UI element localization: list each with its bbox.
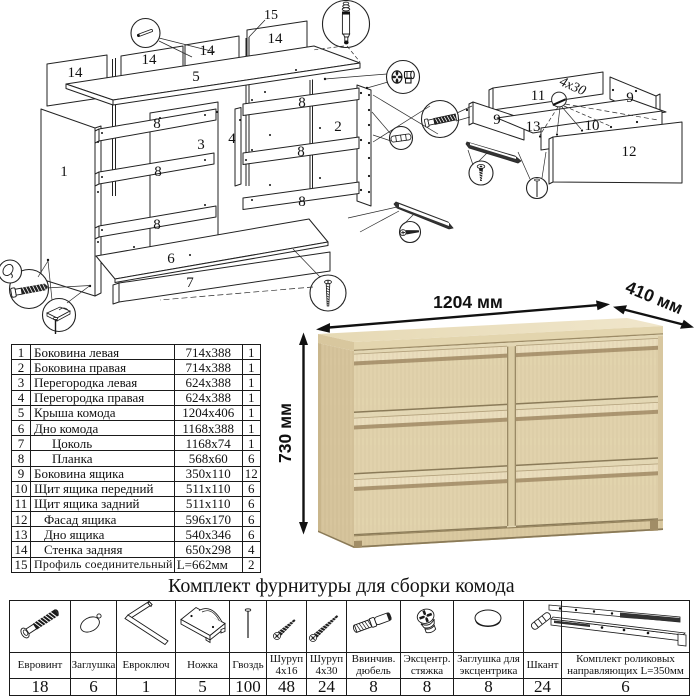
svg-text:14: 14 bbox=[142, 52, 158, 68]
svg-text:10: 10 bbox=[585, 118, 600, 134]
svg-text:14: 14 bbox=[200, 43, 216, 59]
svg-text:9: 9 bbox=[626, 90, 634, 106]
svg-text:1204 мм: 1204 мм bbox=[433, 292, 503, 312]
svg-text:8: 8 bbox=[154, 164, 162, 180]
svg-text:730 мм: 730 мм bbox=[275, 403, 295, 463]
svg-text:8: 8 bbox=[298, 194, 306, 210]
svg-text:8: 8 bbox=[153, 217, 161, 233]
svg-text:8: 8 bbox=[153, 116, 161, 132]
svg-text:8: 8 bbox=[298, 95, 306, 111]
svg-text:1: 1 bbox=[60, 164, 68, 180]
svg-text:11: 11 bbox=[531, 88, 545, 104]
svg-text:15: 15 bbox=[264, 8, 278, 23]
svg-text:4: 4 bbox=[228, 131, 236, 147]
svg-text:2: 2 bbox=[334, 119, 342, 135]
svg-text:13: 13 bbox=[526, 119, 541, 135]
svg-text:3: 3 bbox=[197, 137, 205, 153]
svg-text:8: 8 bbox=[297, 144, 305, 160]
svg-text:5: 5 bbox=[192, 69, 200, 85]
svg-text:14: 14 bbox=[68, 65, 84, 81]
svg-text:7: 7 bbox=[186, 275, 194, 291]
svg-text:14: 14 bbox=[268, 31, 284, 47]
svg-text:9: 9 bbox=[493, 112, 501, 128]
svg-text:6: 6 bbox=[167, 251, 175, 267]
svg-text:12: 12 bbox=[622, 144, 637, 160]
